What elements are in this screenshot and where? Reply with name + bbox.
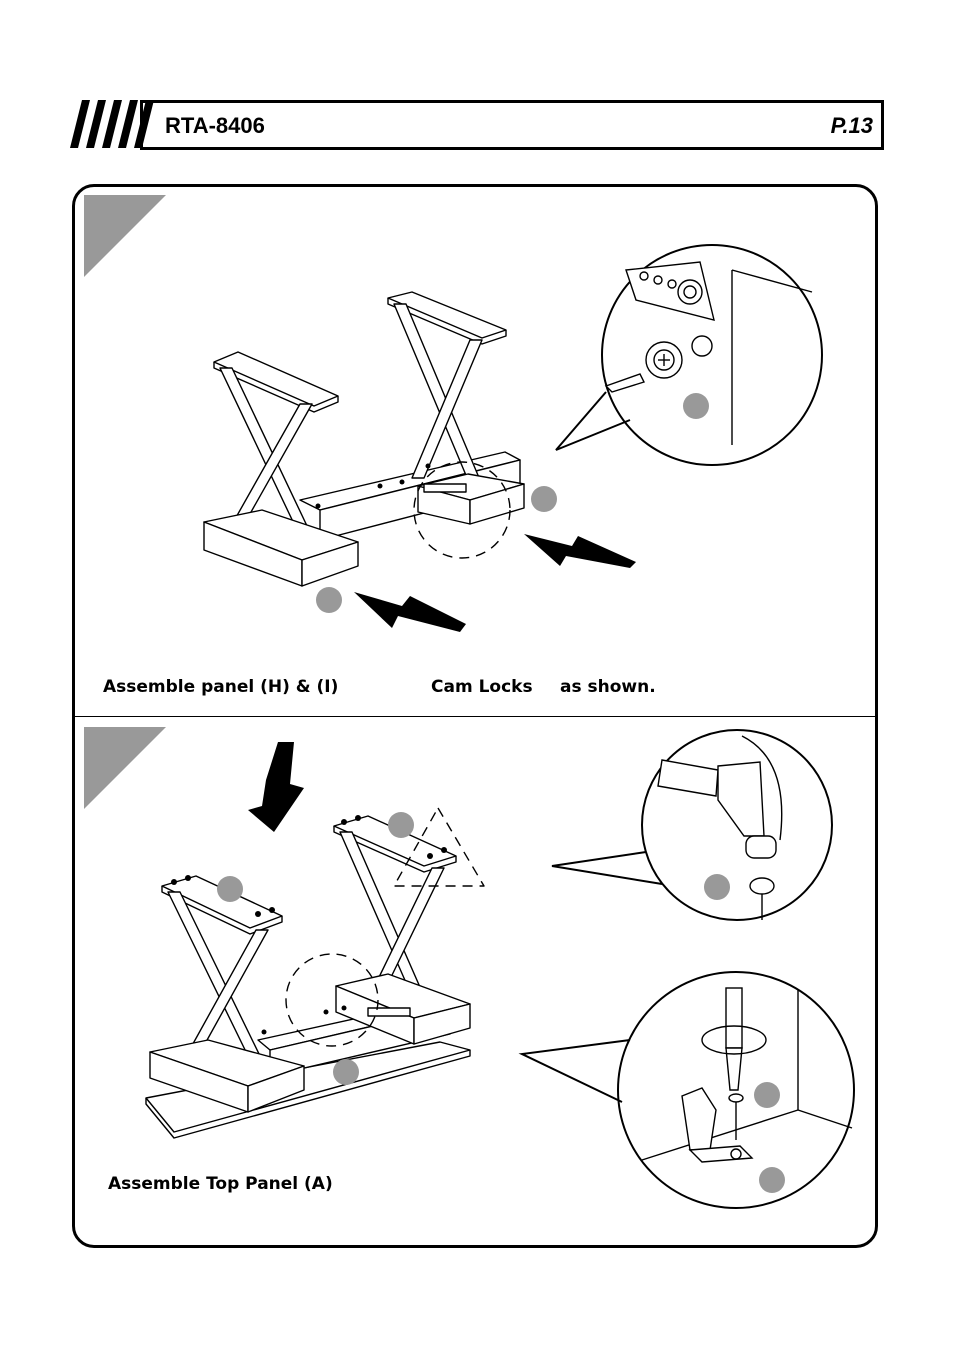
- arrow-down-icon: [248, 742, 304, 832]
- step-2-caption-top-panel: Assemble Top Panel (A): [108, 1174, 333, 1194]
- step-2-assembly-illustration: [0, 0, 954, 1300]
